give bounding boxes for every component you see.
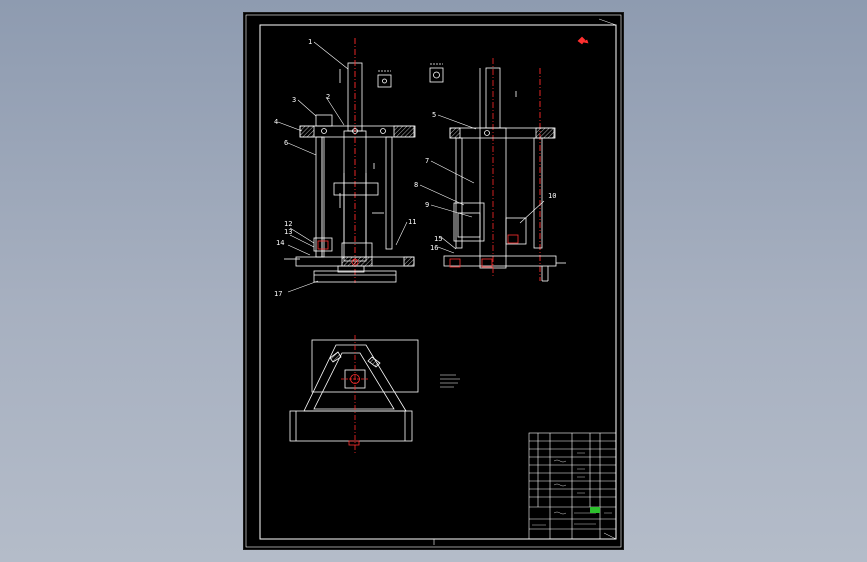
side-elevation-view [443,58,566,282]
corner-tick-br [603,532,617,540]
engineering-drawing: 1 2 3 4 5 6 7 8 9 10 11 12 13 14 15 16 1… [245,14,622,548]
inner-border [259,24,617,540]
plan-back-plate [311,339,419,393]
side-base-plate [443,255,557,267]
callout-3: 3 [292,96,296,104]
foot-block [313,270,397,283]
callout-11: 11 [408,218,416,226]
logo-mark [577,36,589,45]
callout-13: 13 [284,228,292,236]
callout-leaders [277,41,545,293]
callout-1: 1 [308,38,312,46]
callout-12: 12 [284,220,292,228]
callout-14: 14 [276,239,284,247]
callout-16: 16 [430,244,438,252]
callout-9: 9 [425,201,429,209]
plan-base-bar [289,410,413,442]
callout-5: 5 [432,111,436,119]
right-column [385,136,393,250]
outer-border [245,14,622,548]
callout-8: 8 [414,181,418,189]
front-elevation-view [284,38,416,283]
corner-tick-tr [598,18,617,26]
title-block [528,432,617,540]
callout-6: 6 [284,139,288,147]
drawing-sheet: 1 2 3 4 5 6 7 8 9 10 11 12 13 14 15 16 1… [244,13,623,549]
callout-17: 17 [274,290,282,298]
callout-4: 4 [274,118,278,126]
view-marker-left [377,70,392,88]
plan-view [289,335,460,453]
callout-15: 15 [434,235,442,243]
callout-2: 2 [326,93,330,101]
callout-numbers: 1 2 3 4 5 6 7 8 9 10 11 12 13 14 15 16 1… [274,38,556,298]
callout-10: 10 [548,192,556,200]
left-column [315,136,323,258]
view-marker-right [429,63,444,83]
callout-7: 7 [425,157,429,165]
plan-note [440,374,460,388]
